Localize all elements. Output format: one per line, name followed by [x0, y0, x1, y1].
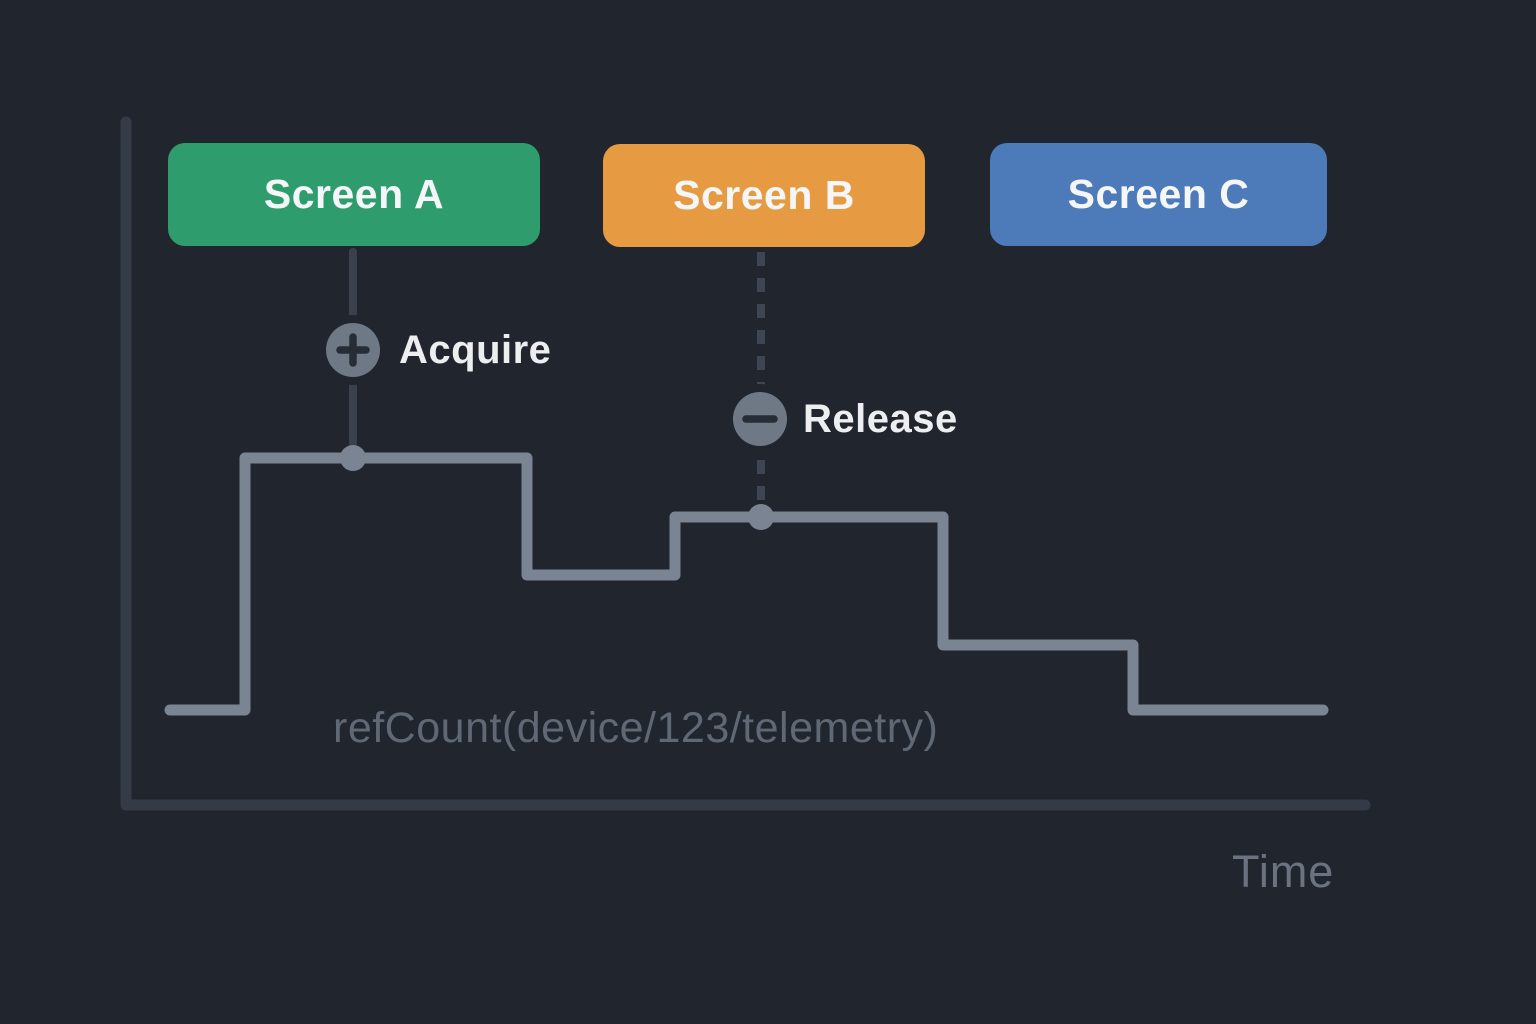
event-dots [340, 445, 774, 530]
axes [120, 116, 1371, 811]
screen-c-label: Screen C [1067, 171, 1250, 217]
release-badge [733, 392, 787, 446]
plus-icon [336, 333, 370, 367]
screen-a-box: Screen A [168, 143, 540, 246]
refcount-step-line [164, 452, 1329, 716]
acquire-badge [326, 323, 380, 377]
screen-a-label: Screen A [263, 171, 445, 217]
screen-c-box: Screen C [990, 143, 1327, 246]
step-dot [340, 445, 366, 471]
release-label: Release [803, 397, 958, 441]
acquire-label: Acquire [399, 328, 552, 372]
screen-b-label: Screen B [673, 172, 855, 218]
time-axis-label: Time [1232, 846, 1335, 897]
minus-icon [742, 415, 778, 423]
screen-b-box: Screen B [603, 144, 925, 247]
refcount-series-label: refCount(device/123/telemetry) [333, 704, 939, 752]
step-dot [748, 504, 774, 530]
